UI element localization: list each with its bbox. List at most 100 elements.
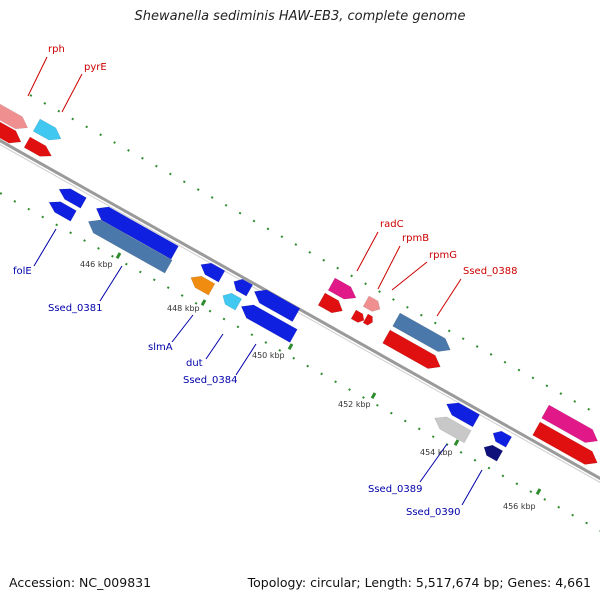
gene-label-Ssed_0384[interactable]: Ssed_0384 [183, 375, 238, 386]
dotted-guide-layer [0, 94, 600, 532]
guide-dot [294, 243, 298, 246]
guide-dot [238, 211, 242, 215]
tick-label-454: 454 kbp [420, 448, 453, 457]
guide-dot [196, 188, 200, 191]
guide-dot [166, 286, 170, 289]
backbone-line-inner [0, 144, 600, 483]
gene-label-Ssed_0381[interactable]: Ssed_0381 [48, 303, 103, 314]
guide-dot [406, 305, 409, 309]
guide-dot [585, 521, 588, 525]
guide-dot [141, 156, 144, 160]
gene-Ssed_0390 [483, 444, 504, 462]
gene-blue-g [492, 430, 513, 448]
guide-dot [475, 345, 479, 348]
gene-blue-b [95, 206, 179, 260]
gene-label-folE[interactable]: folE [13, 266, 32, 277]
guide-dot [57, 109, 61, 113]
guide-dot [501, 474, 505, 478]
guide-dot [573, 400, 577, 403]
gene-Ssed_0381 [87, 219, 173, 274]
guide-dot [559, 392, 563, 395]
guide-dot [306, 364, 310, 368]
gene-Ssed_0388 [392, 312, 451, 352]
guide-dot [41, 215, 45, 219]
gene-label-radC[interactable]: radC [380, 219, 404, 230]
gene-label-slmA[interactable]: slmA [148, 342, 173, 353]
tick-label-446: 446 kbp [80, 260, 113, 269]
accession-text: Accession: NC_009831 [9, 575, 152, 590]
gene-radC [327, 277, 357, 300]
gene-blue-f [446, 402, 480, 428]
tick-label-448: 448 kbp [167, 304, 200, 313]
guide-dot [320, 372, 323, 376]
gene-pink-e [541, 404, 598, 443]
guide-dot [587, 407, 591, 411]
leader-rph [27, 56, 48, 97]
gene-label-pyrE[interactable]: pyrE [84, 62, 107, 73]
gene-label-rpmG[interactable]: rpmG [429, 250, 457, 261]
gene-red-c [317, 292, 343, 314]
guide-dot [69, 231, 72, 235]
leader-radC [356, 231, 379, 272]
guide-dot [152, 278, 156, 282]
leader-Ssed_0388 [436, 278, 462, 317]
gene-label-dut[interactable]: dut [186, 358, 203, 369]
guide-dot [461, 337, 465, 341]
guide-dot [487, 466, 491, 470]
gene-red-e [532, 421, 598, 465]
guide-dot [389, 411, 393, 415]
guide-dot [392, 298, 395, 301]
label-leader-lines [27, 56, 483, 506]
guide-dot [99, 133, 102, 137]
tick-mark [287, 343, 294, 350]
leader-slmA [171, 314, 194, 343]
guide-dot [417, 427, 421, 431]
guide-dot [236, 325, 240, 329]
guide-dot [431, 435, 435, 439]
guide-dot [194, 301, 198, 305]
guide-dot [334, 380, 337, 384]
gene-label-Ssed_0388[interactable]: Ssed_0388 [463, 266, 518, 277]
guide-dot [71, 117, 75, 121]
backbone-layer [0, 138, 600, 483]
guide-dot [308, 251, 312, 254]
leader-Ssed_0381 [99, 265, 123, 302]
gene-pyrE [32, 118, 62, 141]
gene-features-layer [0, 103, 598, 465]
gene-label-rpmB[interactable]: rpmB [402, 233, 429, 244]
guide-dot [473, 458, 477, 462]
leader-dut [205, 333, 224, 360]
tick-mark-layer [115, 252, 542, 495]
guide-dot [210, 196, 214, 199]
guide-dot [403, 419, 407, 423]
guide-dot [543, 498, 547, 501]
guide-dot [27, 207, 31, 211]
guide-dot [55, 223, 59, 227]
tick-mark [200, 299, 207, 306]
guide-dot [111, 254, 114, 258]
tick-label-456: 456 kbp [503, 502, 536, 511]
gene-label-rph[interactable]: rph [48, 44, 65, 55]
guide-dot [0, 192, 3, 195]
guide-dot [515, 482, 519, 486]
gene-label-Ssed_0389[interactable]: Ssed_0389 [368, 484, 423, 495]
gene-Ssed_0389 [434, 416, 472, 444]
guide-dot [531, 376, 535, 380]
gene-slmA [190, 275, 216, 296]
tick-mark [370, 392, 377, 399]
map-title: Shewanella sediminis HAW-EB3, complete g… [134, 9, 466, 24]
gene-rpmG-b [362, 313, 373, 326]
gene-label-Ssed_0390[interactable]: Ssed_0390 [406, 507, 461, 518]
guide-dot [222, 317, 226, 321]
guide-dot [378, 290, 381, 293]
gene-blue-d [233, 278, 254, 297]
gene-Ssed_0384 [240, 304, 298, 343]
guide-dot [127, 149, 130, 152]
guide-dot [250, 333, 254, 337]
gene-blue-e [253, 289, 301, 322]
guide-dot [29, 94, 33, 97]
guide-dot [459, 451, 463, 454]
leader-pyrE [61, 73, 83, 113]
guide-dot [336, 266, 340, 270]
guide-dot [182, 180, 186, 184]
